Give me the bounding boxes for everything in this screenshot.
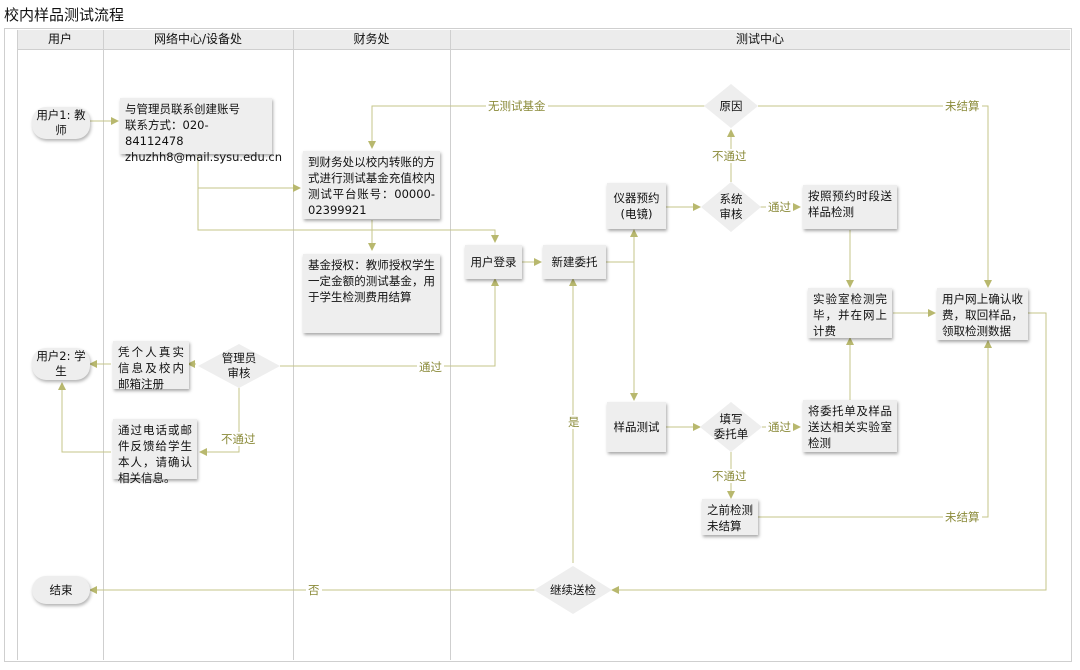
admin-review-label: 管理员 审核 xyxy=(221,351,257,380)
edge-new-order-to-reserve xyxy=(606,229,638,263)
lane-header-user: 用户 xyxy=(17,30,103,50)
swimlane-frame xyxy=(4,28,1072,662)
fill-form-diamond xyxy=(700,402,762,452)
edge-label-fail-admin: 不通过 xyxy=(219,432,258,446)
lane-header-test-center: 测试中心 xyxy=(450,30,1070,50)
create-account-box: 与管理员联系创建账号 联系方式：020-84112478 zhuzhh8@mai… xyxy=(120,98,282,164)
lane-header-finance: 财务处 xyxy=(293,30,450,50)
end-terminal: 结束 xyxy=(32,576,90,604)
edge-label-pass-sys: 通过 xyxy=(766,200,793,214)
start-user1-teacher: 用户1: 教师 xyxy=(32,107,90,139)
edge-label-pass-fill: 通过 xyxy=(766,420,793,434)
edge-label-no: 否 xyxy=(306,583,322,597)
prev-unpaid-box: 之前检测 未结算 xyxy=(702,499,758,535)
edge-prev-unpaid-to-confirm xyxy=(758,340,992,518)
sample-test-box: 样品测试 xyxy=(607,402,666,452)
reason-diamond xyxy=(704,84,758,128)
edge-label-yes: 是 xyxy=(566,415,582,429)
sys-review-label: 系统 审核 xyxy=(719,192,743,221)
edge-admin-fail-to-feedback xyxy=(199,384,240,456)
edge-reason-no-fund xyxy=(368,105,705,149)
edge-label-unsettled-bottom: 未结算 xyxy=(943,510,982,524)
sys-review-diamond xyxy=(701,182,761,232)
lane-divider xyxy=(293,30,294,660)
edge-reason-unsettled xyxy=(758,105,992,288)
continue-diamond xyxy=(534,566,612,614)
lane-header-network-center: 网络中心/设备处 xyxy=(103,30,293,50)
edge-admin-pass-to-login xyxy=(280,278,499,367)
new-order-box: 新建委托 xyxy=(543,245,606,279)
edge-label-fail-fill: 不通过 xyxy=(710,469,749,483)
feedback-box: 通过电话或邮件反馈给学生本人，请确认相关信息。 xyxy=(113,419,197,485)
login-box: 用户登录 xyxy=(465,245,522,279)
send-by-time-box: 按照预约时段送样品检测 xyxy=(803,185,897,229)
edge-confirm-to-continue xyxy=(611,312,1047,594)
lane-divider xyxy=(103,30,104,660)
admin-review-diamond xyxy=(198,344,280,388)
edge-feedback-to-user2 xyxy=(58,382,111,453)
transfer-box: 到财务处以校内转账的方式进行测试基金充值校内测试平台账号：00000-02399… xyxy=(303,151,440,219)
fill-form-label: 填写 委托单 xyxy=(713,412,749,441)
lane-divider xyxy=(17,30,18,660)
diagram-title: 校内样品测试流程 xyxy=(4,6,125,24)
reserve-box: 仪器预约 (电镜) xyxy=(607,183,666,229)
continue-label: 继续送检 xyxy=(550,582,596,597)
edge-label-no-fund: 无测试基金 xyxy=(486,99,548,113)
edge-label-fail-sys: 不通过 xyxy=(710,149,749,163)
lab-done-box: 实验室检测完毕，并在网上计费 xyxy=(808,288,892,338)
confirm-fee-box: 用户网上确认收费，取回样品，领取检测数据 xyxy=(937,288,1028,340)
edge-label-unsettled-top: 未结算 xyxy=(943,99,982,113)
edge-label-pass-admin: 通过 xyxy=(417,360,444,374)
reason-label: 原因 xyxy=(719,98,743,113)
start-user2-student: 用户2: 学生 xyxy=(32,348,90,380)
lane-divider xyxy=(450,30,451,660)
register-box: 凭个人真实信息及校内邮箱注册 xyxy=(113,341,189,391)
edge-account-to-login xyxy=(197,188,499,243)
send-form-box: 将委托单及样品送达相关实验室检测 xyxy=(803,400,897,452)
grant-box: 基金授权：教师授权学生一定金额的测试基金，用于学生检测费用结算 xyxy=(303,254,440,333)
